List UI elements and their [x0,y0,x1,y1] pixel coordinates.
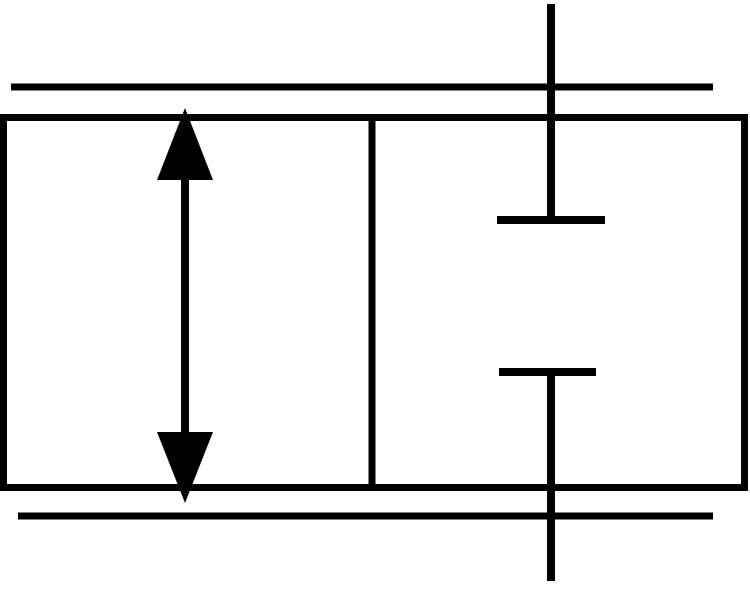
blocked-port-top [497,4,605,224]
bidirectional-flow-arrow [157,108,213,503]
blocked-port-bottom [499,368,596,581]
arrow-head-up-icon [157,108,213,180]
arrow-head-down-icon [157,432,213,503]
